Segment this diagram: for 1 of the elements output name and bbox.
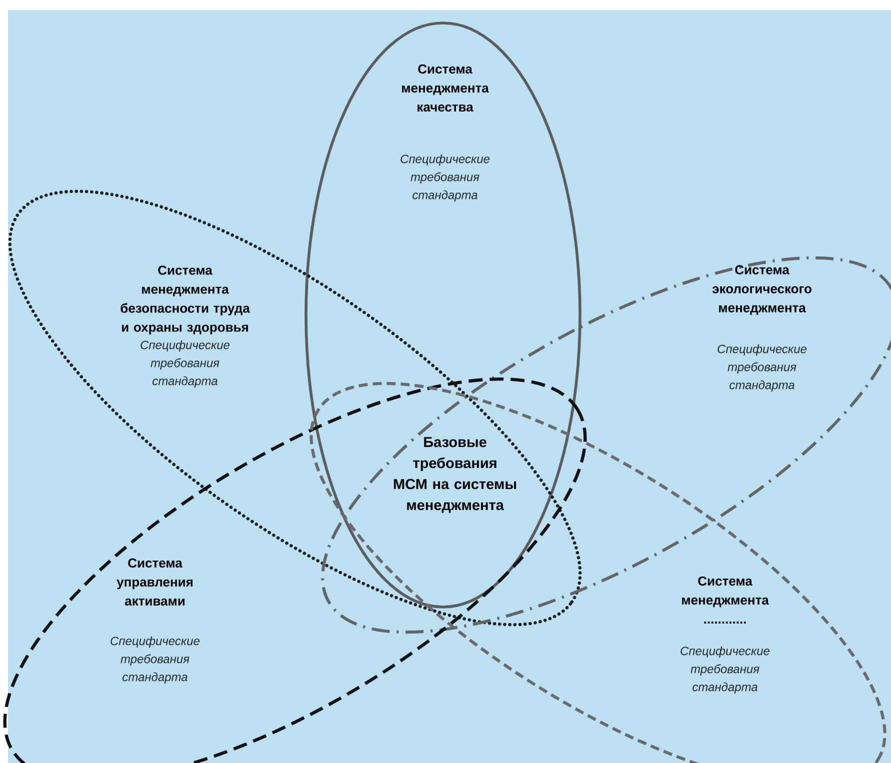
- centre-label: Базовые требования МСМ на системы менеджмента: [394, 437, 516, 513]
